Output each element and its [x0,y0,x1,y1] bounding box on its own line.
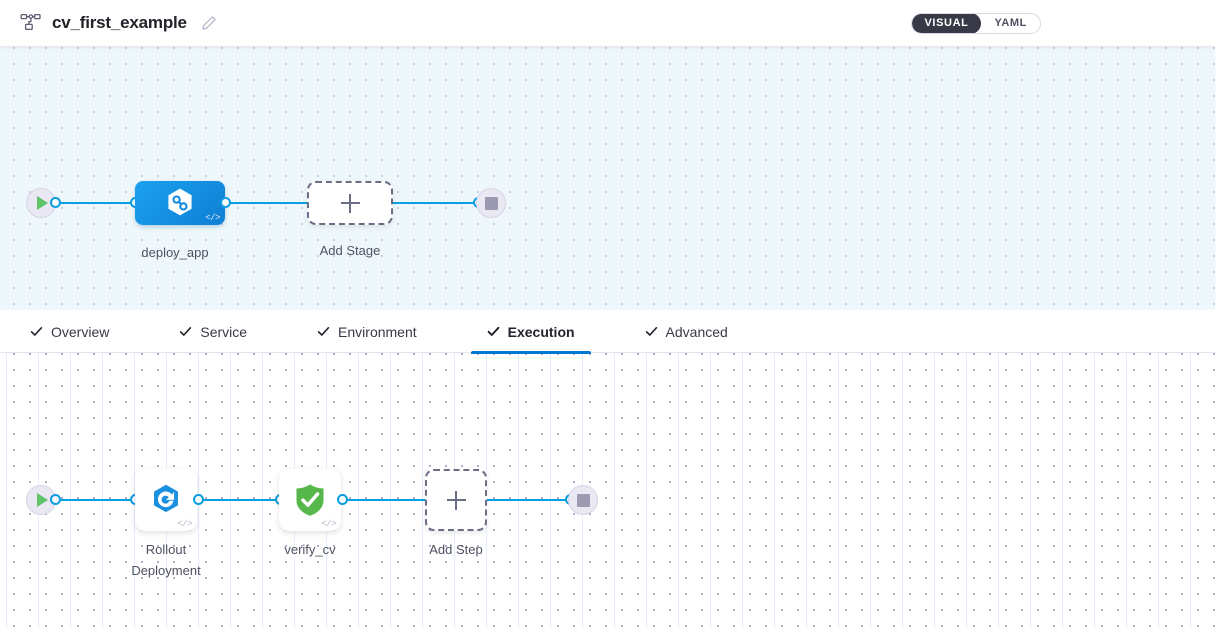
mode-option-yaml[interactable]: YAML [994,16,1027,29]
check-icon [317,325,330,338]
tab-label-environment: Environment [338,323,417,340]
edge-start-to-deploy [55,202,140,204]
port-rollout-out[interactable] [193,494,204,505]
step-node-verify-cv[interactable]: </> [279,469,341,531]
pipeline-header-right: VISUAL YAML [910,12,1215,34]
add-stage-label: Add Stage [319,243,381,258]
code-badge-icon: </> [205,213,220,223]
code-badge-icon: </> [177,519,192,529]
execution-flow: </> Rollout Deployment </> verify_cv Add… [0,353,1215,628]
tab-environment[interactable]: Environment [301,310,433,353]
green-shield-check-icon [296,484,324,516]
check-icon [30,325,43,338]
tab-execution[interactable]: Execution [470,310,591,354]
tab-overview[interactable]: Overview [14,310,125,353]
pipeline-header: cv_first_example VISUAL YAML [0,0,1215,47]
harness-deploy-icon [168,188,192,216]
add-stage-button[interactable] [307,181,393,225]
view-mode-toggle[interactable]: VISUAL YAML [910,12,1041,34]
mode-option-visual[interactable]: VISUAL [911,13,982,33]
edge-deploy-to-addstage [225,202,310,204]
stage-flow: </> deploy_app Add Stage [0,47,1215,310]
play-icon [37,196,48,210]
k8s-rollout-icon [154,484,178,513]
stage-label-deploy-app: deploy_app [141,245,209,260]
edge-addstep-to-end [487,499,573,501]
page-title: cv_first_example [52,13,187,32]
stop-icon [484,196,498,210]
stage-node-deploy-app[interactable]: </> [135,181,225,225]
pipeline-end-node[interactable] [476,188,506,218]
port-exec-start-out[interactable] [50,494,61,505]
port-deploy-out[interactable] [220,197,231,208]
tab-advanced[interactable]: Advanced [629,310,744,353]
plus-icon [340,193,360,213]
stop-icon [576,493,590,507]
edge-addstage-to-end [390,202,485,204]
add-step-button[interactable] [425,469,487,531]
check-icon [487,325,500,338]
edge-start-to-rollout [55,499,140,501]
pipeline-header-left: cv_first_example [0,12,217,34]
pencil-edit-icon[interactable] [201,15,217,31]
check-icon [645,325,658,338]
tab-label-advanced: Advanced [665,323,728,340]
edge-rollout-to-verify [203,499,286,501]
tab-label-overview: Overview [51,323,110,340]
play-icon [37,493,48,507]
port-verify-out[interactable] [337,494,348,505]
tab-label-service: Service [200,323,248,340]
step-label-verify-cv: verify_cv [284,542,336,557]
step-node-rollout-deployment[interactable]: </> [135,469,197,531]
execution-end-node[interactable] [568,485,598,515]
edge-verify-to-addstep [347,499,425,501]
plus-icon [446,490,466,510]
port-start-out[interactable] [50,197,61,208]
code-badge-icon: </> [321,519,336,529]
add-step-label: Add Step [429,542,483,557]
stage-config-tabs: Overview Service Environment Execution A [0,310,1215,354]
step-label-rollout-deployment: Rollout Deployment [131,542,201,578]
check-icon [179,325,192,338]
execution-canvas[interactable]: </> Rollout Deployment </> verify_cv Add… [0,353,1215,628]
tab-label-execution: Execution [507,323,575,340]
tab-service[interactable]: Service [163,310,263,353]
stage-canvas[interactable]: </> deploy_app Add Stage [0,47,1215,310]
pipeline-tree-icon [20,12,42,34]
